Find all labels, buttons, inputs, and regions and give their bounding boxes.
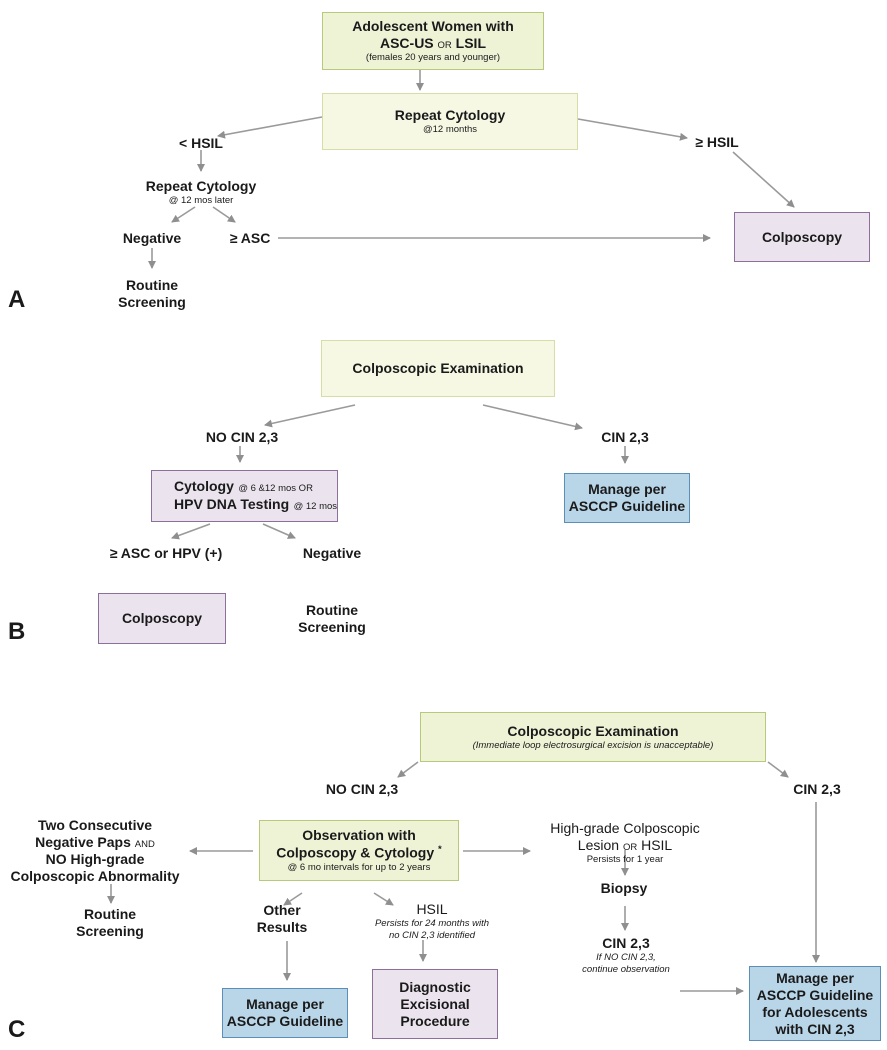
routine-screening-c: Routine Screening [76, 906, 144, 939]
repeat-cytology-box: Repeat Cytology @12 months [322, 93, 578, 150]
ge-asc-label: ≥ ASC [229, 230, 271, 246]
routine-screening-a: Routine Screening [118, 277, 186, 310]
cin-label-b: CIN 2,3 [601, 429, 649, 445]
routine-screening-b: Routine Screening [298, 602, 366, 635]
colposcopy-box-a: Colposcopy [734, 212, 870, 262]
ge-hsil-label: ≥ HSIL [695, 134, 739, 150]
manage-adolescents-box: Manage per ASCCP Guideline for Adolescen… [749, 966, 881, 1041]
cin-label-c: CIN 2,3 [793, 781, 841, 797]
no-cin-label-b: NO CIN 2,3 [205, 429, 279, 445]
cin-result: CIN 2,3 If NO CIN 2,3, continue observat… [582, 935, 670, 975]
diagnostic-excisional-box: Diagnostic Excisional Procedure [372, 969, 498, 1039]
ge-asc-hpv-label: ≥ ASC or HPV (+) [109, 545, 223, 561]
panel-b-letter: B [8, 618, 26, 645]
high-grade-lesion: High-grade Colposcopic Lesion OR HSIL Pe… [550, 820, 700, 865]
negative-label: Negative [122, 230, 182, 246]
colposcopy-box-b: Colposcopy [98, 593, 226, 644]
observation-box: Observation with Colposcopy & Cytology *… [259, 820, 459, 881]
manage-asccp-box-b: Manage per ASCCP Guideline [564, 473, 690, 523]
other-results: Other Results [256, 902, 308, 935]
panel-a-letter: A [8, 286, 26, 313]
repeat-cytology-2: Repeat Cytology @ 12 mos later [145, 178, 257, 206]
lt-hsil-label: < HSIL [179, 135, 223, 151]
panel-c-letter: C [8, 1016, 26, 1043]
repeat-cytology-title: Repeat Cytology [394, 107, 506, 123]
colposcopic-exam-box-c: Colposcopic Examination (Immediate loop … [420, 712, 766, 762]
two-negative-paps: Two Consecutive Negative Paps AND NO Hig… [10, 817, 180, 884]
adolescent-women-title: Adolescent Women with [352, 18, 514, 34]
asc-us-lsil-line: ASC-US OR LSIL [379, 35, 487, 51]
repeat-cytology-interval: @12 months [422, 124, 477, 135]
biopsy-label: Biopsy [600, 880, 648, 896]
cytology-hpv-box: Cytology @ 6 &12 mos OR HPV DNA Testing … [151, 470, 338, 522]
negative-label-b: Negative [302, 545, 362, 561]
adolescent-women-box: Adolescent Women with ASC-US OR LSIL (fe… [322, 12, 544, 70]
age-note: (females 20 years and younger) [365, 52, 501, 63]
hsil-persists: HSIL Persists for 24 months with no CIN … [374, 901, 490, 941]
no-cin-label-c: NO CIN 2,3 [325, 781, 399, 797]
manage-asccp-box-c: Manage per ASCCP Guideline [222, 988, 348, 1038]
colposcopic-exam-box-b: Colposcopic Examination [321, 340, 555, 397]
